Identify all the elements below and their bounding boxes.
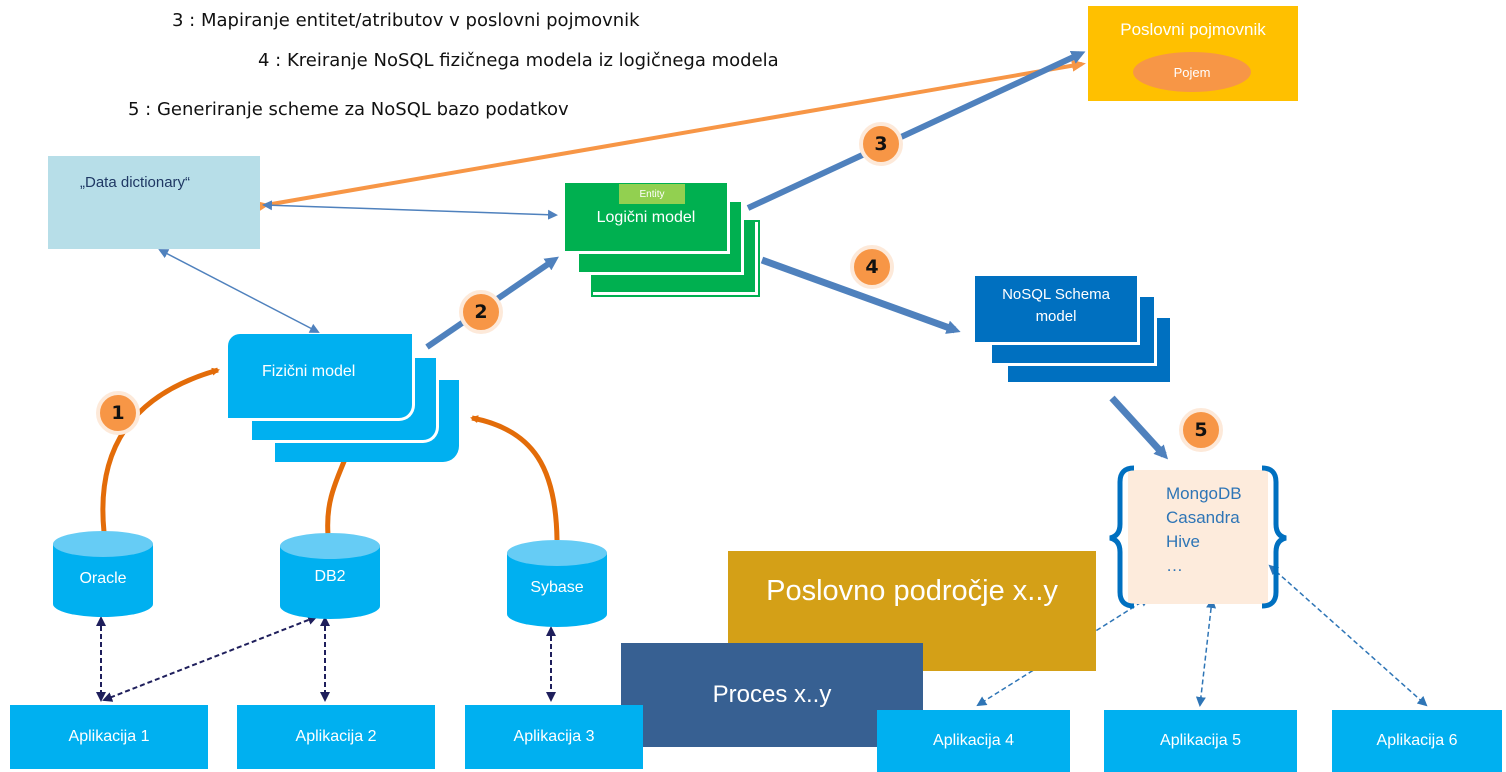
logical-model: Entity Logični model bbox=[565, 183, 730, 254]
step3-arrow bbox=[746, 51, 1086, 211]
process-label: Proces x..y bbox=[712, 681, 832, 708]
nosql-target-more: … bbox=[1166, 556, 1183, 575]
glossary-dictionary-arrow bbox=[255, 59, 1086, 213]
app-2: Aplikacija 2 bbox=[237, 705, 435, 769]
step5-arrow bbox=[1109, 395, 1169, 460]
app-5: Aplikacija 5 bbox=[1104, 710, 1297, 772]
step-badge-5: 5 bbox=[1179, 408, 1223, 452]
app-1: Aplikacija 1 bbox=[10, 705, 208, 769]
step-badge-1: 1 bbox=[96, 391, 140, 435]
step-badge-4: 4 bbox=[850, 245, 894, 289]
step4-arrow bbox=[760, 256, 961, 334]
nosql-target-list: MongoDB Casandra Hive … bbox=[1166, 482, 1242, 578]
app-6: Aplikacija 6 bbox=[1332, 710, 1502, 772]
oracle-database-icon bbox=[53, 531, 153, 617]
step5-description: 5 : Generiranje scheme za NoSQL bazo pod… bbox=[128, 99, 569, 120]
targets-app5-link bbox=[1195, 598, 1217, 707]
step-badge-2: 2 bbox=[459, 290, 503, 334]
app-4: Aplikacija 4 bbox=[877, 710, 1070, 772]
glossary-title: Poslovni pojmovnik bbox=[1120, 20, 1266, 39]
right-brace-icon bbox=[1261, 465, 1287, 609]
sybase-label: Sybase bbox=[530, 579, 584, 596]
dictionary-logical-arrow bbox=[262, 200, 558, 220]
nosql-schema-model: NoSQL Schema model bbox=[975, 276, 1140, 345]
nosql-target-mongodb: MongoDB bbox=[1166, 484, 1242, 503]
step4-description: 4 : Kreiranje NoSQL fizičnega modela iz … bbox=[258, 50, 779, 71]
dictionary-physical-arrow bbox=[158, 249, 320, 333]
entity-tag: Entity bbox=[619, 184, 685, 204]
nosql-target-hive: Hive bbox=[1166, 532, 1201, 551]
process: Proces x..y bbox=[621, 643, 923, 747]
sybase-to-physical-arrow bbox=[470, 415, 560, 541]
left-brace-icon bbox=[1109, 465, 1135, 609]
step-badge-3: 3 bbox=[859, 122, 903, 166]
business-glossary: Poslovni pojmovnik Pojem bbox=[1088, 6, 1298, 101]
db2-to-physical-arrow bbox=[325, 450, 351, 536]
db2-label: DB2 bbox=[314, 568, 346, 585]
business-area-label: Poslovno področje x..y bbox=[766, 575, 1058, 607]
glossary-term: Pojem bbox=[1133, 52, 1251, 92]
oracle-label: Oracle bbox=[79, 570, 127, 587]
data-dictionary: „Data dictionary“ bbox=[48, 156, 260, 249]
targets-app6-link bbox=[1268, 564, 1428, 707]
nosql-schema-model-label: NoSQL Schema model bbox=[1002, 286, 1110, 325]
sybase-database-icon bbox=[507, 540, 607, 627]
db2-app1-link bbox=[102, 615, 318, 702]
app-3: Aplikacija 3 bbox=[465, 705, 643, 769]
step3-description: 3 : Mapiranje entitet/atributov v poslov… bbox=[172, 10, 640, 31]
physical-model: Fizični model bbox=[228, 334, 415, 421]
nosql-targets: MongoDB Casandra Hive … bbox=[1128, 470, 1268, 604]
data-dictionary-label: „Data dictionary“ bbox=[80, 174, 191, 191]
nosql-target-casandra: Casandra bbox=[1166, 508, 1240, 527]
db2-database-icon bbox=[280, 533, 380, 619]
logical-model-label: Logični model bbox=[596, 209, 696, 226]
physical-model-label: Fizični model bbox=[262, 363, 356, 380]
